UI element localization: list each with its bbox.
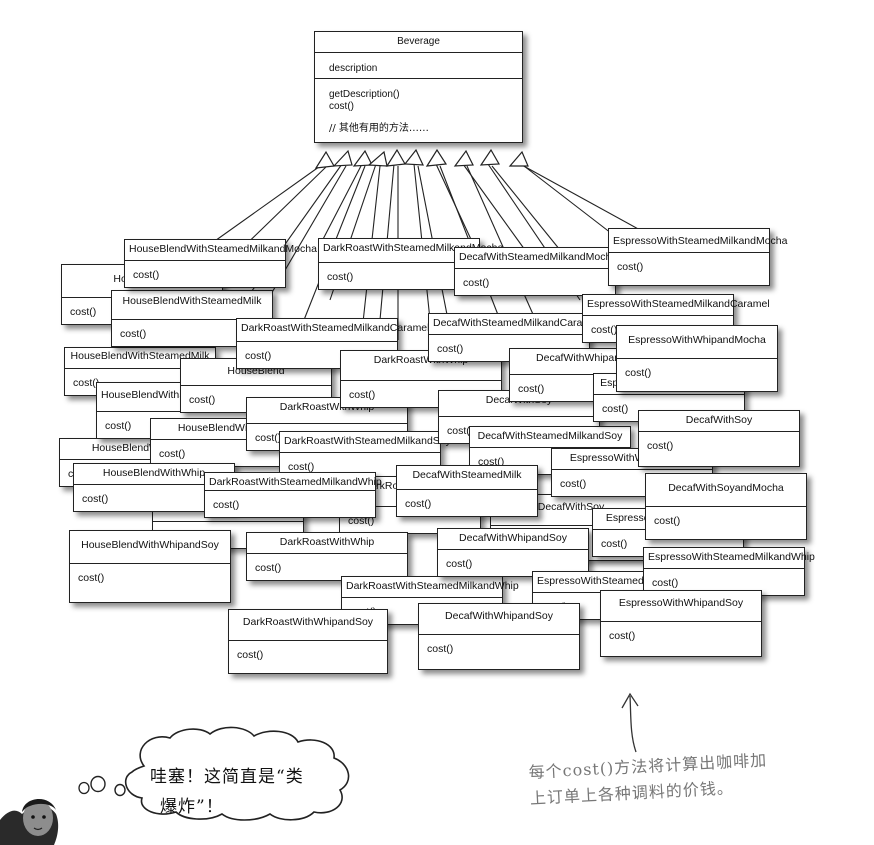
subclass-method: cost() bbox=[518, 383, 545, 395]
class-name: Beverage bbox=[315, 32, 522, 53]
subclass-box: DecafWithSoy cost() bbox=[638, 410, 800, 467]
subclass-method: cost() bbox=[237, 649, 264, 661]
subclass-box: EspressoWithSteamedMilkandWhip cost() bbox=[643, 547, 815, 596]
subclass-method: cost() bbox=[245, 350, 272, 362]
subclass-method: cost() bbox=[105, 420, 132, 432]
subclass-method: cost() bbox=[463, 277, 490, 289]
subclass-method: cost() bbox=[70, 306, 97, 318]
subclass-name: EspressoWithSteamedMilkandMocha bbox=[609, 229, 788, 253]
subclass-name: DarkRoastWithWhip bbox=[247, 533, 407, 554]
subclass-name: DarkRoastWithWhipandSoy bbox=[229, 610, 387, 641]
subclass-name: DarkRoastWithSteamedMilkandWhip bbox=[205, 473, 382, 491]
subclass-method: cost() bbox=[288, 461, 315, 473]
subclass-name: DecafWithSteamedMilkandMocha bbox=[455, 248, 617, 269]
subclass-name: EspressoWithSteamedMilkandWhip bbox=[644, 548, 815, 569]
subclass-name: DecafWithWhipandSoy bbox=[419, 604, 579, 635]
subclass-method: cost() bbox=[602, 403, 629, 415]
subclass-name: DecafWithSoy bbox=[639, 411, 799, 432]
subclass-method: cost() bbox=[625, 367, 652, 379]
subclass-name: DecafWithWhipandSoy bbox=[438, 529, 588, 550]
subclass-name: EspressoWithWhipandSoy bbox=[601, 591, 761, 622]
subclass-method: cost() bbox=[78, 572, 105, 584]
subclass-method: cost() bbox=[255, 432, 282, 444]
subclass-box: DarkRoastWithWhipandSoy cost() bbox=[228, 609, 388, 674]
subclass-box: DecafWithSoyandMocha cost() bbox=[645, 473, 807, 540]
subclass-name: DecafWithSoyandMocha bbox=[646, 474, 806, 507]
subclass-box: DecafWithWhipandSoy cost() bbox=[418, 603, 580, 670]
subclass-method: cost() bbox=[349, 389, 376, 401]
subclass-method: cost() bbox=[120, 328, 147, 340]
subclass-method: cost() bbox=[609, 630, 636, 642]
subclass-method: cost() bbox=[159, 448, 186, 460]
subclass-name: DecafWithSoy bbox=[491, 495, 651, 526]
subclass-method: cost() bbox=[133, 269, 160, 281]
subclass-box: DecafWithWhipandSoy cost() bbox=[437, 528, 589, 577]
subclass-box: DarkRoastWithSteamedMilkandSoy cost() bbox=[279, 431, 451, 480]
subclass-method: cost() bbox=[652, 577, 679, 589]
method-note: // 其他有用的方法…… bbox=[329, 123, 429, 134]
method-cost: cost() bbox=[329, 101, 354, 112]
subclass-method: cost() bbox=[348, 515, 375, 527]
subclass-method: cost() bbox=[437, 343, 464, 355]
subclass-box: EspressoWithWhipandMocha cost() bbox=[616, 325, 778, 392]
up-arrow-icon bbox=[621, 692, 639, 753]
beverage-class: Beverage description getDescription() co… bbox=[314, 31, 523, 143]
speech-text: 哇塞！这简直是“类 爆炸”！ bbox=[150, 762, 350, 822]
subclass-method: cost() bbox=[405, 498, 432, 510]
subclass-method: cost() bbox=[82, 493, 109, 505]
speech-line-2: 爆炸”！ bbox=[160, 797, 224, 817]
subclass-method: cost() bbox=[73, 377, 100, 389]
subclass-box: HouseBlendWithSteamedMilkandMocha cost() bbox=[124, 239, 317, 288]
speech-line-1: 哇塞！这简直是“类 bbox=[150, 767, 304, 787]
thought-dots bbox=[78, 775, 106, 795]
subclass-method: cost() bbox=[560, 478, 587, 490]
subclass-box: DecafWithSteamedMilkandMocha cost() bbox=[454, 247, 617, 296]
subclass-name: EspressoWithWhipandMocha bbox=[617, 326, 777, 359]
person-icon bbox=[0, 798, 59, 845]
subclass-name: HouseBlendWithWhipandSoy bbox=[70, 531, 230, 564]
thought-bubble bbox=[114, 726, 350, 821]
subclass-name: DarkRoastWithSteamedMilkandCaramel bbox=[237, 319, 429, 342]
method-getdescription: getDescription() bbox=[329, 89, 400, 100]
subclass-method: cost() bbox=[447, 425, 474, 437]
subclass-method: cost() bbox=[617, 261, 644, 273]
subclass-name: HouseBlendWithSteamedMilk bbox=[112, 291, 272, 320]
subclass-name: DarkRoastWithSteamedMilkandWhip bbox=[342, 577, 519, 598]
subclass-method: cost() bbox=[427, 643, 454, 655]
subclass-method: cost() bbox=[189, 394, 216, 406]
subclass-name: DecafWithSteamedMilkandCaramel bbox=[429, 314, 599, 335]
class-attribute: description bbox=[315, 53, 522, 79]
subclass-name: HouseBlendWithSteamedMilkandMocha bbox=[125, 240, 317, 261]
subclass-box: EspressoWithSteamedMilkandMocha cost() bbox=[608, 228, 788, 286]
subclass-name: DecafWithSteamedMilk bbox=[397, 466, 537, 490]
subclass-method: cost() bbox=[591, 324, 618, 336]
subclass-box: DarkRoastWithWhip cost() bbox=[246, 532, 408, 581]
subclass-name: HouseBlendWithWhip bbox=[74, 464, 234, 485]
subclass-box: EspressoWithWhipandSoy cost() bbox=[600, 590, 762, 657]
subclass-name: HouseBlendWithSteamedMilk bbox=[65, 348, 215, 369]
subclass-name: EspressoWithSteamedMilkandCaramel bbox=[583, 295, 770, 316]
subclass-box: DecafWithSteamedMilk cost() bbox=[396, 465, 538, 517]
class-methods: getDescription() cost() bbox=[315, 79, 522, 119]
subclass-method: cost() bbox=[255, 562, 282, 574]
subclass-name: DecafWithSteamedMilkandSoy bbox=[470, 427, 630, 448]
subclass-method: cost() bbox=[647, 440, 674, 452]
subclass-box: HouseBlendWithWhipandSoy cost() bbox=[69, 530, 231, 603]
subclass-method: cost() bbox=[327, 271, 354, 283]
subclass-method: cost() bbox=[601, 538, 628, 550]
subclass-name: DarkRoastWithSteamedMilkandSoy bbox=[280, 432, 451, 453]
subclass-method: cost() bbox=[213, 499, 240, 511]
subclass-method: cost() bbox=[446, 558, 473, 570]
subclass-box: DarkRoastWithSteamedMilkandWhip cost() bbox=[204, 472, 382, 518]
subclass-method: cost() bbox=[654, 515, 681, 527]
